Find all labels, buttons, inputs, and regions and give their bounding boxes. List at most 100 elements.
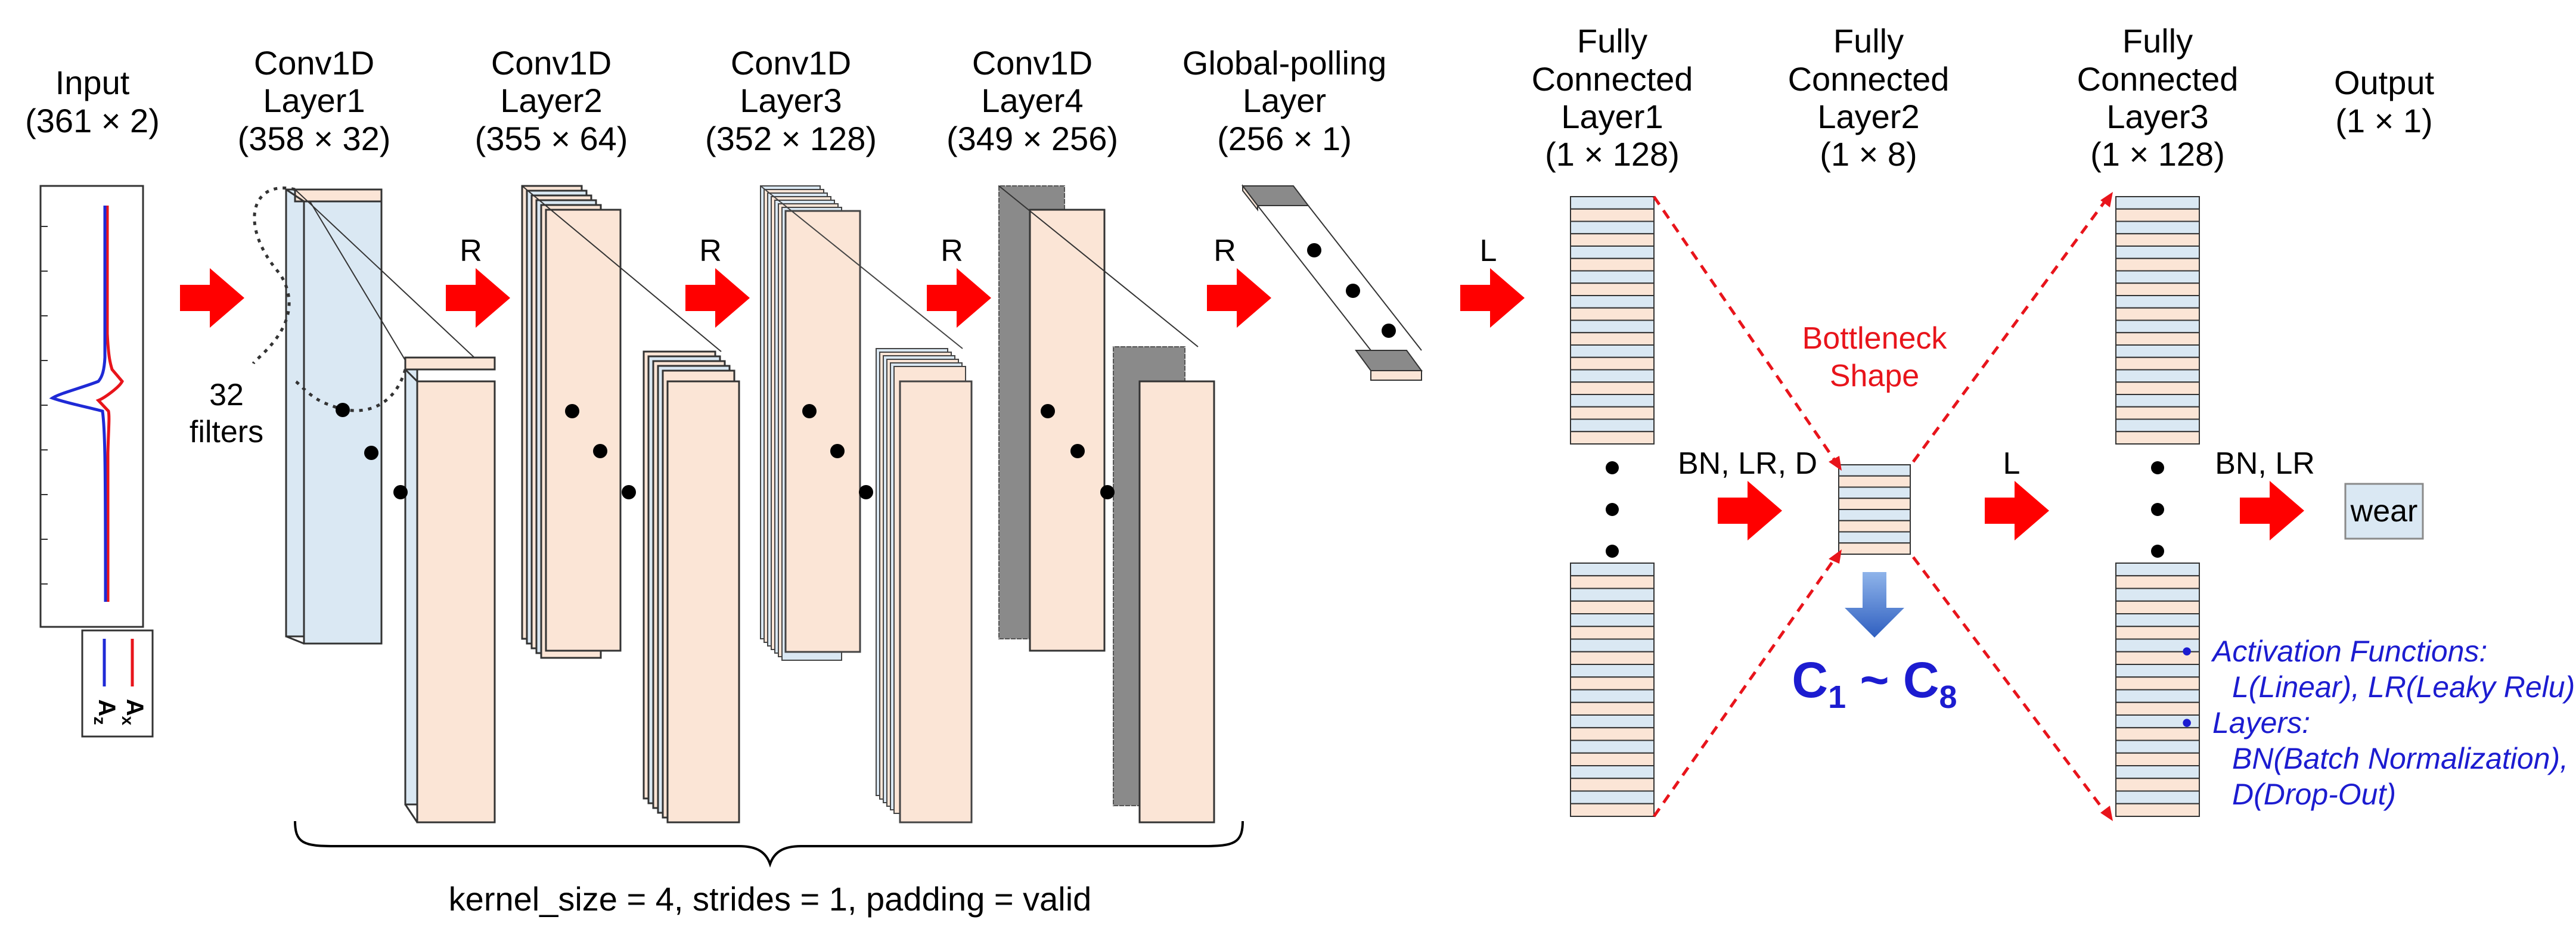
dash-fc2-fc3bottom bbox=[1912, 556, 2105, 812]
arrow-fc1-fc2 bbox=[1718, 481, 1782, 540]
neuron-cell bbox=[1570, 727, 1655, 741]
input-title: Input bbox=[55, 64, 130, 101]
neuron-cell bbox=[2115, 431, 2200, 445]
conv3-in-stack bbox=[760, 185, 861, 661]
conv1-filter-top bbox=[294, 188, 383, 203]
neuron-cell bbox=[2115, 739, 2200, 754]
neuron-cell bbox=[2115, 295, 2200, 309]
neuron-cell bbox=[1570, 270, 1655, 284]
filters-word: filters bbox=[190, 415, 263, 449]
neuron-cell bbox=[2115, 208, 2200, 222]
neuron-cell bbox=[1570, 714, 1655, 729]
neuron-cell bbox=[1570, 356, 1655, 371]
fc2-shape: (1 × 8) bbox=[1820, 135, 1917, 173]
conv1-out-front bbox=[416, 380, 496, 824]
conv2-ellipsis bbox=[565, 404, 636, 499]
bottleneck-title: Bottleneck bbox=[1802, 321, 1948, 356]
conv3-header: Conv1D Layer3 (352 × 128) bbox=[705, 44, 877, 157]
arrow-fc3-output bbox=[2240, 481, 2304, 540]
neuron-cell bbox=[1570, 319, 1655, 334]
kernel-brace bbox=[294, 821, 1244, 868]
gp-header: Global-polling Layer (256 × 1) bbox=[1183, 44, 1386, 157]
conv2-shape: (355 × 64) bbox=[475, 120, 628, 157]
neuron-cell bbox=[2115, 246, 2200, 259]
neuron-cell bbox=[2115, 369, 2200, 383]
dash-fc2-fc3top bbox=[1911, 201, 2106, 463]
neuron-cell bbox=[1570, 765, 1655, 779]
arrow-conv2-conv3 bbox=[685, 268, 750, 328]
neuron-cell bbox=[2115, 588, 2200, 602]
conv2-in-stack bbox=[521, 185, 622, 659]
input-shape: (361 × 2) bbox=[25, 102, 160, 139]
fc1-header: Fully Connected Layer1 (1 × 128) bbox=[1532, 22, 1693, 173]
activation-l-1: L bbox=[1480, 234, 1497, 268]
neuron-cell bbox=[1570, 233, 1655, 247]
neuron-cell bbox=[1570, 196, 1655, 210]
neuron-cell bbox=[2115, 676, 2200, 691]
neuron-cell bbox=[1838, 486, 1911, 499]
gp-shape: (256 × 1) bbox=[1217, 120, 1352, 157]
conv3-ellipsis bbox=[802, 404, 873, 499]
fc2-title: Fully bbox=[1833, 22, 1904, 60]
conv1-title: Conv1D bbox=[254, 44, 374, 82]
neuron-cell bbox=[2115, 600, 2200, 614]
fc3-layer: Layer3 bbox=[2106, 98, 2208, 135]
activation-r-4: R bbox=[1213, 234, 1236, 268]
fc1-block bbox=[1570, 196, 1655, 817]
neuron-cell bbox=[2115, 406, 2200, 420]
conv3-subtitle: Layer3 bbox=[740, 82, 842, 119]
neuron-cell bbox=[2115, 344, 2200, 358]
neuron-cell bbox=[2115, 319, 2200, 334]
neuron-cell bbox=[2115, 752, 2200, 766]
plot-legend-box bbox=[81, 629, 154, 738]
fc2-block bbox=[1838, 464, 1911, 555]
arrow-conv1-conv2 bbox=[446, 268, 510, 328]
neuron-cell bbox=[2115, 613, 2200, 627]
conv3-out-front bbox=[899, 380, 973, 824]
neuron-cell bbox=[1838, 464, 1911, 477]
conv2-block bbox=[521, 185, 740, 824]
gp-bottom bbox=[1355, 350, 1423, 371]
neuron-cell bbox=[2115, 233, 2200, 247]
fc2-layer: Layer2 bbox=[1817, 98, 1919, 135]
fc2-column bbox=[1838, 464, 1911, 555]
arrow-gp-fc1 bbox=[1460, 268, 1525, 328]
fc3-top-column bbox=[2115, 196, 2200, 445]
fc1-shape: (1 × 128) bbox=[1545, 135, 1680, 173]
neuron-cell bbox=[1570, 588, 1655, 602]
legend-az-label: Az bbox=[91, 700, 120, 725]
arrow-fc2-fc3 bbox=[1985, 481, 2049, 540]
neuron-cell bbox=[1570, 394, 1655, 408]
conv4-block bbox=[998, 185, 1215, 824]
neuron-cell bbox=[2115, 689, 2200, 703]
neuron-cell bbox=[1570, 563, 1655, 577]
conv3-block bbox=[760, 185, 973, 824]
neuron-cell bbox=[2115, 778, 2200, 792]
gp-ellipsis bbox=[1307, 243, 1396, 338]
plot-ticks bbox=[41, 226, 48, 585]
neuron-cell bbox=[2115, 270, 2200, 284]
input-header: Input (361 × 2) bbox=[25, 64, 160, 139]
neuron-cell bbox=[2115, 803, 2200, 817]
conv2-subtitle: Layer2 bbox=[500, 82, 602, 119]
latent-down-arrow bbox=[1845, 572, 1904, 638]
note-activation-items: L(Linear), LR(Leaky Relu) bbox=[2232, 670, 2575, 704]
conv4-subtitle: Layer4 bbox=[981, 82, 1083, 119]
plot-frame bbox=[39, 185, 144, 628]
neuron-cell bbox=[1570, 613, 1655, 627]
conv4-out-front bbox=[1138, 380, 1215, 824]
neuron-cell bbox=[2115, 563, 2200, 577]
note-bullet-1: • bbox=[2181, 635, 2192, 668]
activation-bn-lr-d: BN, LR, D bbox=[1678, 446, 1817, 481]
neuron-cell bbox=[1570, 208, 1655, 222]
fc1-ellipsis bbox=[1606, 461, 1619, 558]
conv1-ellipsis bbox=[336, 403, 408, 499]
neuron-cell bbox=[1570, 638, 1655, 652]
neuron-cell bbox=[1570, 600, 1655, 614]
conv1-projection-line bbox=[294, 189, 486, 369]
signal-ax-line bbox=[95, 206, 124, 602]
fc3-title: Fully bbox=[2122, 22, 2193, 60]
output-shape: (1 × 1) bbox=[2335, 102, 2432, 139]
input-signal-plot: Az Ax bbox=[39, 185, 154, 738]
